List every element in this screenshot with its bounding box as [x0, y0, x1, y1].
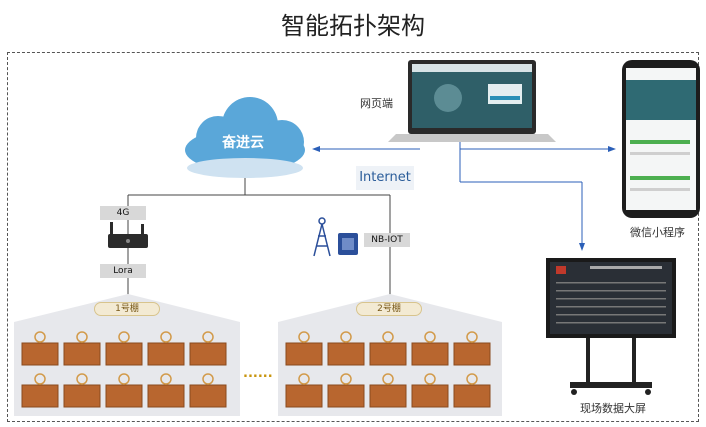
sensor-icon: [76, 331, 88, 343]
screen-label: 现场数据大屏: [580, 402, 646, 415]
data-screen-icon: [546, 258, 676, 395]
arrowhead-screen: [579, 243, 585, 251]
planting-bed: [369, 342, 407, 366]
planting-bed: [411, 384, 449, 408]
planting-bed: [147, 342, 185, 366]
sensor-icon: [340, 331, 352, 343]
house-1-label: 1号棚: [94, 302, 160, 316]
nbiot-module-icon: [338, 233, 358, 255]
sensor-icon: [424, 373, 436, 385]
web-label: 网页端: [360, 97, 393, 110]
cloud-label: 奋进云: [222, 135, 264, 151]
planting-bed: [411, 342, 449, 366]
sensor-icon: [424, 331, 436, 343]
internet-label: Internet: [356, 166, 414, 190]
ellipsis: ......: [243, 366, 273, 381]
sensor-icon: [382, 331, 394, 343]
sensor-icon: [202, 331, 214, 343]
planting-bed: [327, 342, 365, 366]
sensor-icon: [298, 373, 310, 385]
router-icon: [108, 222, 148, 248]
planting-bed: [285, 342, 323, 366]
arrowhead-miniapp: [608, 146, 616, 152]
sensor-icon: [466, 331, 478, 343]
planting-bed: [453, 384, 491, 408]
connections: [312, 138, 616, 251]
miniapp-label: 微信小程序: [630, 226, 685, 239]
sensor-icon: [340, 373, 352, 385]
diagram-frame: [7, 52, 699, 422]
planting-bed: [453, 342, 491, 366]
phone-icon: [622, 60, 700, 218]
arrowhead-cloud: [312, 146, 320, 152]
page-title: 智能拓扑架构: [281, 12, 425, 40]
sensor-icon: [76, 373, 88, 385]
planting-bed: [147, 384, 185, 408]
nbiot-tower-icon: [313, 217, 331, 257]
sensor-icon: [466, 373, 478, 385]
sensor-icon: [34, 331, 46, 343]
gateway-4g-tag: 4G: [100, 206, 146, 220]
planting-bed: [21, 384, 59, 408]
planting-bed: [189, 384, 227, 408]
sensor-icon: [160, 373, 172, 385]
sensor-icon: [118, 331, 130, 343]
planting-bed: [105, 384, 143, 408]
sensor-icon: [118, 373, 130, 385]
sensor-icon: [298, 331, 310, 343]
sensor-icon: [34, 373, 46, 385]
sensor-icon: [382, 373, 394, 385]
planting-beds: [21, 331, 491, 408]
planting-bed: [285, 384, 323, 408]
planting-bed: [105, 342, 143, 366]
sensor-icon: [160, 331, 172, 343]
planting-bed: [327, 384, 365, 408]
planting-bed: [21, 342, 59, 366]
planting-bed: [63, 384, 101, 408]
nbiot-tag: NB-IOT: [364, 233, 410, 247]
laptop-icon: [388, 60, 556, 142]
planting-bed: [189, 342, 227, 366]
planting-bed: [63, 342, 101, 366]
planting-bed: [369, 384, 407, 408]
cloud-icon: [185, 97, 305, 178]
house-2-label: 2号棚: [356, 302, 422, 316]
sensor-icon: [202, 373, 214, 385]
gateway-lora-tag: Lora: [100, 264, 146, 278]
